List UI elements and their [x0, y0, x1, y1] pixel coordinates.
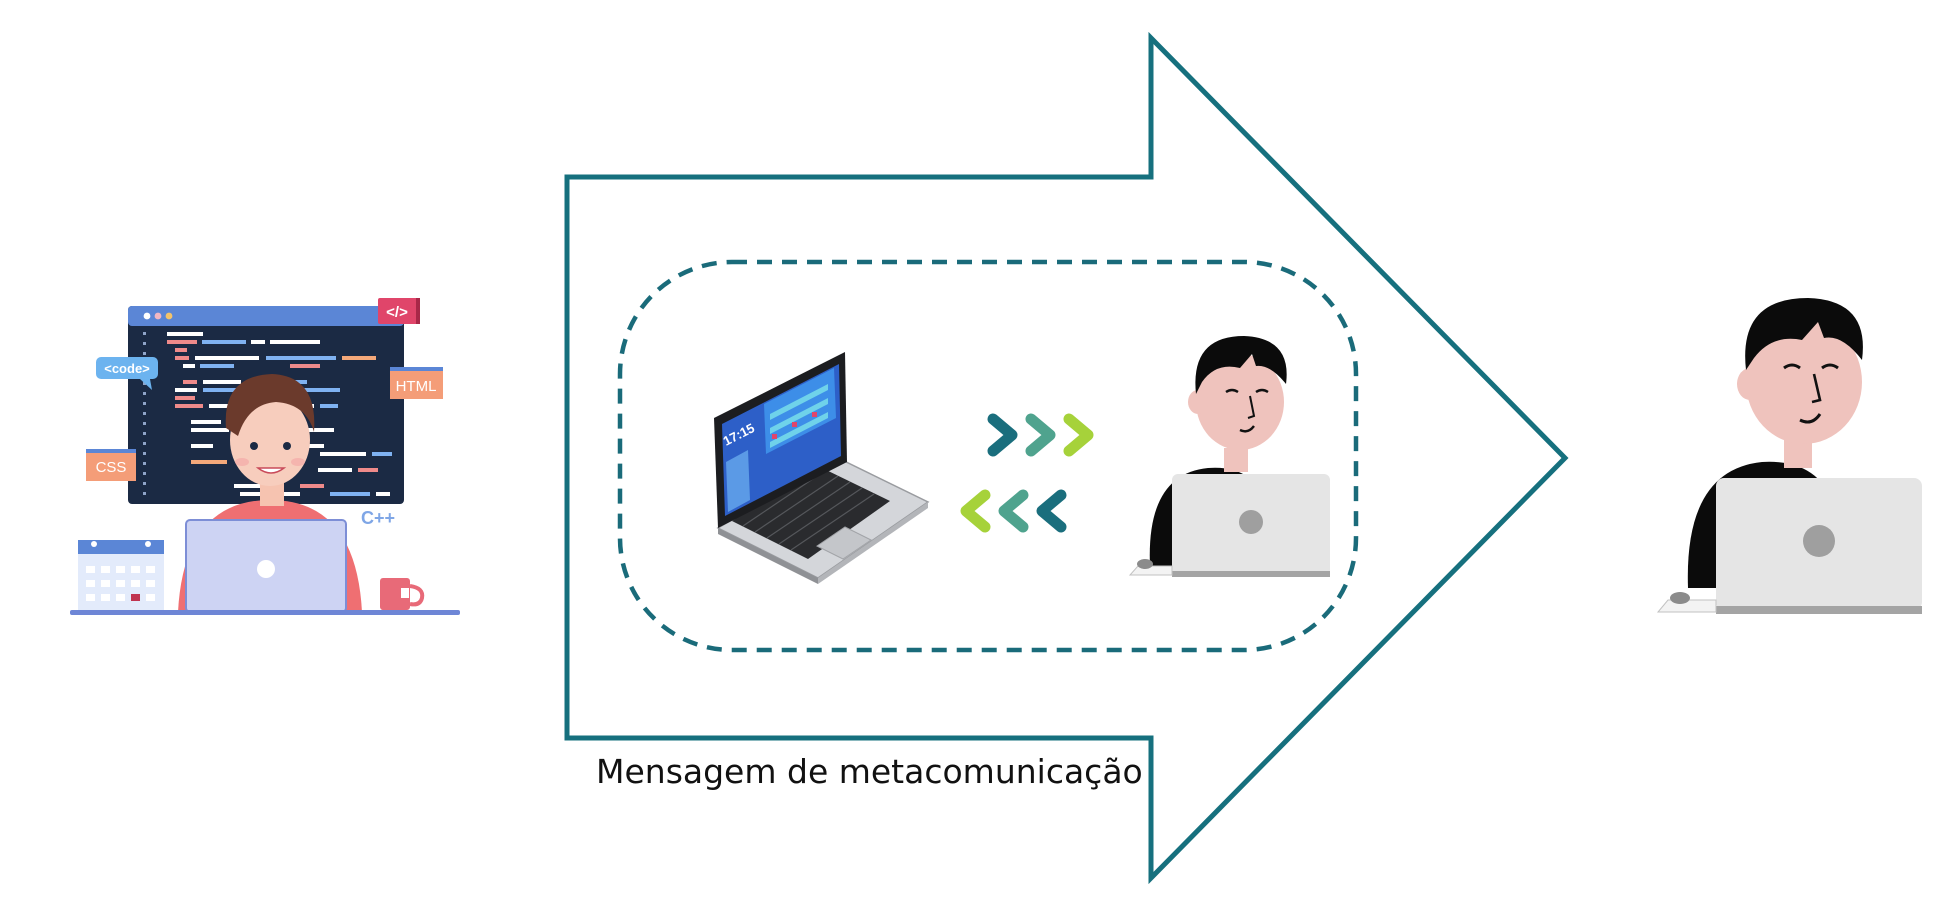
- desk: [70, 610, 460, 615]
- receive-arrows-icon: [960, 489, 1067, 533]
- mug-icon: [380, 578, 425, 610]
- svg-text:<code>: <code>: [104, 361, 150, 376]
- send-arrows-icon: [987, 413, 1094, 457]
- developer-illustration: </> <code> HTML CSS C++: [70, 298, 460, 615]
- laptop-icon: 17:15: [714, 352, 930, 584]
- interaction-boundary: [617, 259, 1359, 653]
- svg-text:CSS: CSS: [96, 459, 127, 476]
- caption-label: Mensagem de metacomunicação: [596, 752, 1143, 791]
- code-panel-titlebar: [128, 306, 404, 326]
- user-at-laptop-icon: [1128, 336, 1330, 577]
- closing-tag-badge: </>: [378, 298, 420, 324]
- cpp-label: C++: [361, 508, 395, 528]
- calendar-icon: [78, 540, 164, 610]
- metacommunication-arrow: [564, 31, 1569, 885]
- svg-text:</>: </>: [386, 304, 408, 321]
- user-at-laptop-icon: [1656, 298, 1922, 614]
- code-tag-bubble: <code>: [96, 357, 158, 390]
- developer-laptop: [185, 519, 347, 613]
- html-badge: HTML: [390, 367, 443, 399]
- svg-text:HTML: HTML: [396, 378, 437, 395]
- css-badge: CSS: [86, 449, 136, 481]
